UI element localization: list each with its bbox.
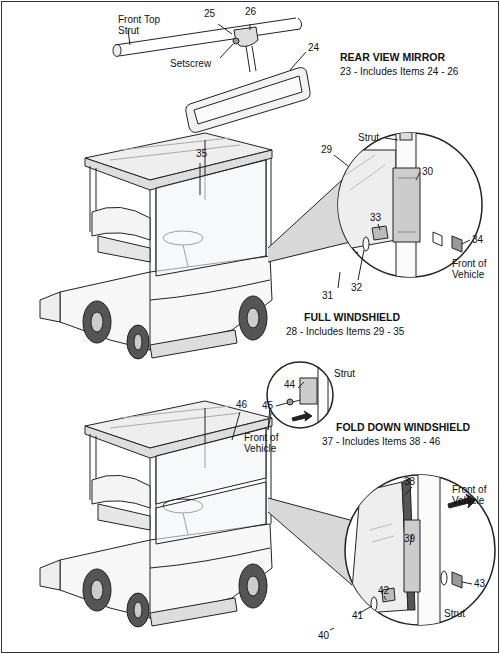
part-label: Front of Vehicle <box>452 484 492 506</box>
part-label: Strut <box>334 368 355 379</box>
callout-number: 34 <box>472 234 483 245</box>
part-label: REAR VIEW MIRROR <box>340 52 445 63</box>
callout-number: 45 <box>262 400 273 411</box>
callout-number: 29 <box>321 144 332 155</box>
part-label: FULL WINDSHIELD <box>304 312 400 323</box>
callout-number: 26 <box>245 6 256 17</box>
callout-number: 35 <box>196 148 207 159</box>
part-label: Front of Vehicle <box>452 258 494 280</box>
callout-number: 42 <box>378 585 389 596</box>
callout-number: 46 <box>236 399 247 410</box>
part-label: 23 - Includes Items 24 - 26 <box>340 66 458 77</box>
part-label: 37 - Includes Items 38 - 46 <box>322 436 440 447</box>
part-label: 28 - Includes Items 29 - 35 <box>286 326 404 337</box>
callout-number: 41 <box>352 610 363 621</box>
callout-number: 33 <box>370 212 381 223</box>
callout-number: 38 <box>404 476 415 487</box>
part-label: FOLD DOWN WINDSHIELD <box>336 422 470 433</box>
part-label: Front of Vehicle <box>244 432 284 454</box>
callout-number: 44 <box>284 379 295 390</box>
callout-number: 32 <box>351 282 362 293</box>
callout-number: 25 <box>204 8 215 19</box>
callout-number: 39 <box>404 533 415 544</box>
callout-number: 31 <box>322 290 333 301</box>
part-label: Setscrew <box>170 58 211 69</box>
callout-number: 24 <box>308 42 319 53</box>
callout-number: 43 <box>474 578 485 589</box>
part-label: Strut <box>358 132 379 143</box>
callout-number: 40 <box>318 630 329 641</box>
callout-number: 30 <box>422 166 433 177</box>
part-label: Front Top Strut <box>118 14 176 36</box>
part-label: Strut <box>444 608 465 619</box>
